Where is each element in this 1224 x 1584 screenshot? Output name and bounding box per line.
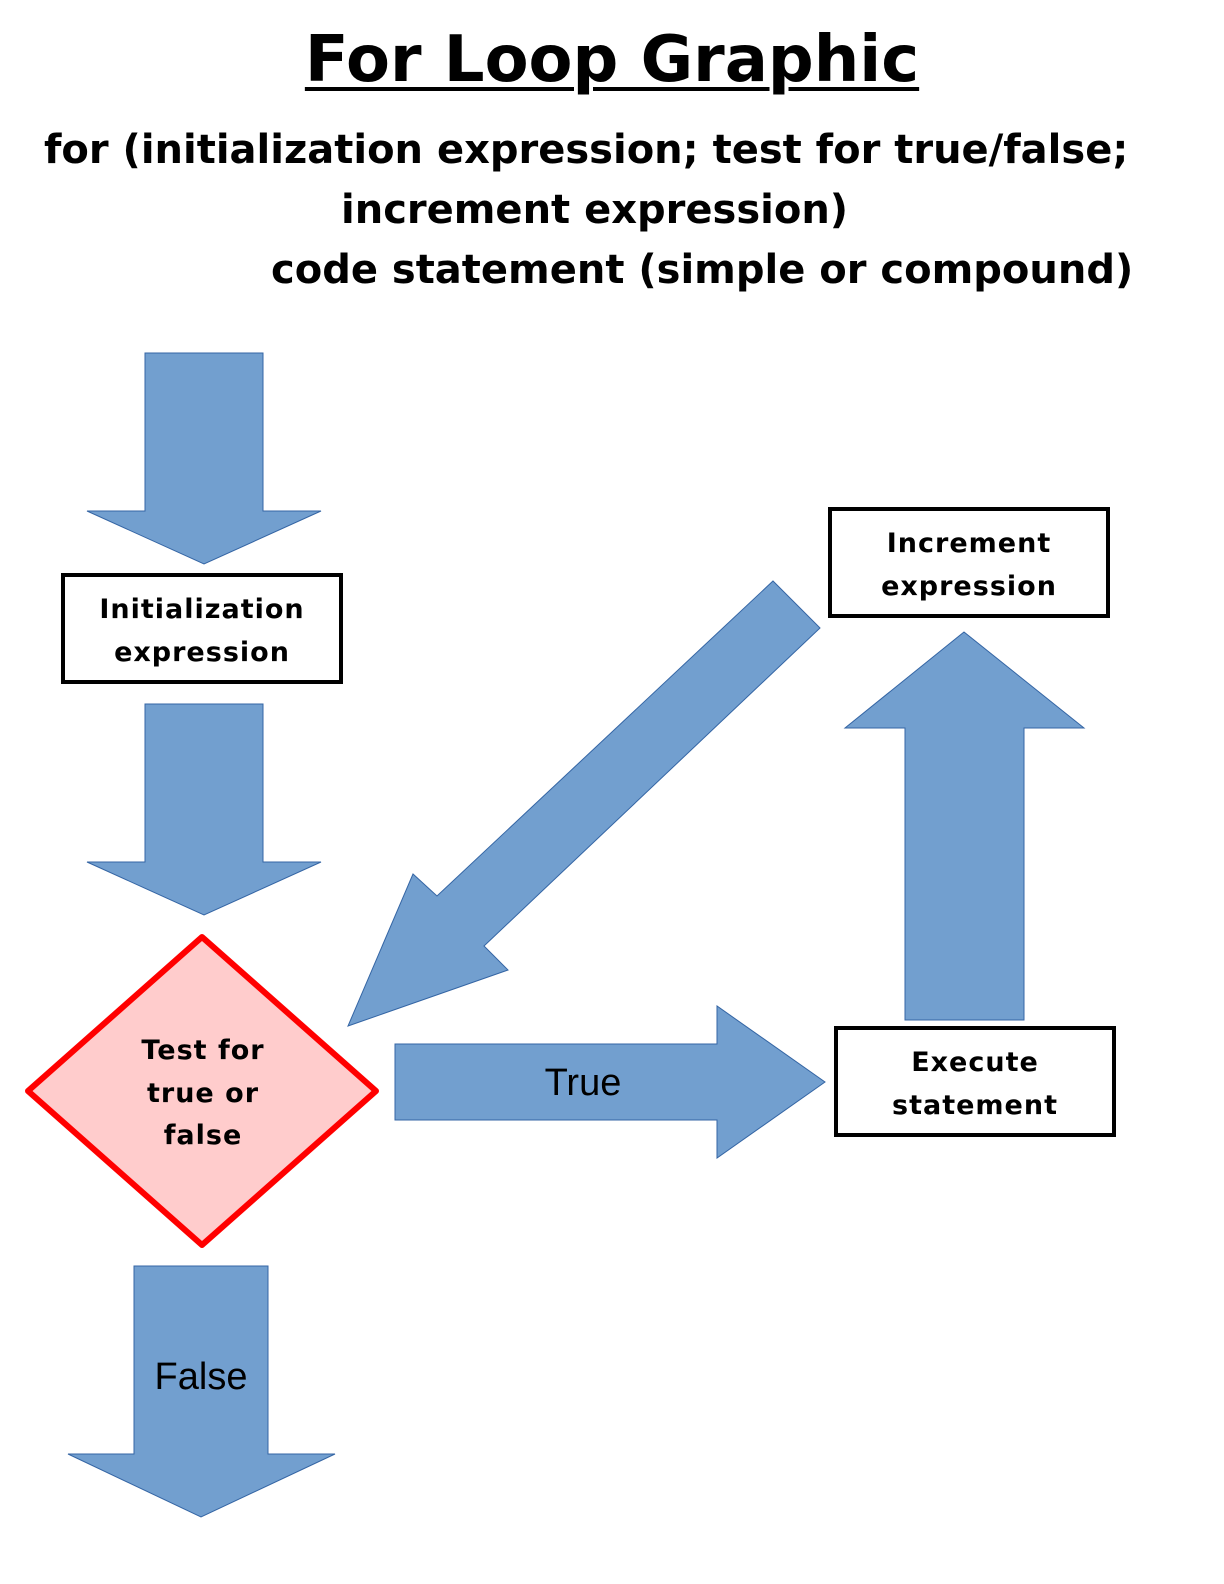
execute-to-increment-arrow: [843, 631, 1086, 1021]
increment-label-line-1: Increment: [887, 528, 1051, 559]
execute-label-line-1: Execute: [911, 1047, 1039, 1078]
initialization-box: [61, 573, 343, 684]
test-decision-diamond: [25, 934, 379, 1248]
false-exit-arrow: [67, 1265, 336, 1518]
entry-arrow: [86, 352, 322, 565]
test-label-line-2: true or: [147, 1078, 259, 1109]
true-label: True: [545, 1062, 622, 1104]
test-label-line-1: Test for: [141, 1035, 264, 1066]
execute-box: [834, 1026, 1116, 1137]
syntax-line-1: for (initialization expression; test for…: [44, 127, 1129, 173]
increment-label-line-2: expression: [881, 571, 1057, 602]
initialization-label-line-2: expression: [114, 637, 290, 668]
false-label: False: [155, 1356, 248, 1398]
page-title: For Loop Graphic: [304, 23, 920, 97]
syntax-line-3: code statement (simple or compound): [271, 247, 1134, 293]
increment-to-test-arrow: [347, 580, 821, 1027]
increment-box: [828, 507, 1110, 618]
test-label-line-3: false: [164, 1120, 243, 1151]
syntax-line-2: increment expression): [341, 187, 849, 233]
execute-label-line-2: statement: [892, 1090, 1058, 1121]
init-to-test-arrow: [86, 703, 322, 916]
initialization-label-line-1: Initialization: [99, 594, 304, 625]
true-arrow: [394, 1005, 826, 1159]
